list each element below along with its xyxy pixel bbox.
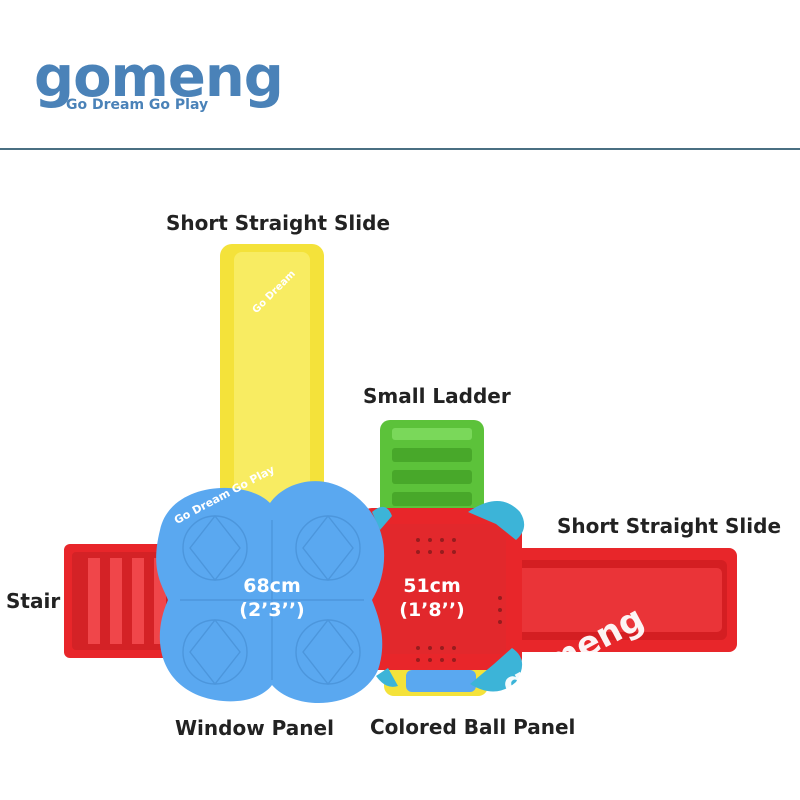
small-ladder: [380, 420, 484, 520]
label-short-straight-slide-right: Short Straight Slide: [557, 514, 782, 538]
measure-platform: 51cm (1’8’’): [382, 574, 482, 622]
colored-ball-panel: [384, 662, 488, 696]
right-slide: [505, 548, 737, 652]
measure-platform-imperial: (1’8’’): [399, 599, 465, 621]
brand-logo: gomeng: [34, 45, 284, 110]
header-divider: [0, 148, 800, 150]
label-colored-ball-panel: Colored Ball Panel: [370, 715, 576, 739]
measure-window-panel: 68cm (2’3’’): [222, 574, 322, 622]
brand-tagline: Go Dream Go Play: [66, 97, 209, 113]
label-stair: Stair: [6, 589, 61, 613]
label-short-straight-slide-top: Short Straight Slide: [166, 211, 391, 235]
corner-connectors: [372, 501, 525, 692]
measure-platform-metric: 51cm: [403, 575, 461, 597]
measure-window-metric: 68cm: [243, 575, 301, 597]
central-platform: [360, 508, 522, 670]
label-window-panel: Window Panel: [175, 716, 334, 740]
platform-holes: [368, 538, 502, 662]
label-small-ladder: Small Ladder: [363, 384, 511, 408]
measure-window-imperial: (2’3’’): [239, 599, 305, 621]
top-slide: Go Dream: [220, 244, 324, 544]
